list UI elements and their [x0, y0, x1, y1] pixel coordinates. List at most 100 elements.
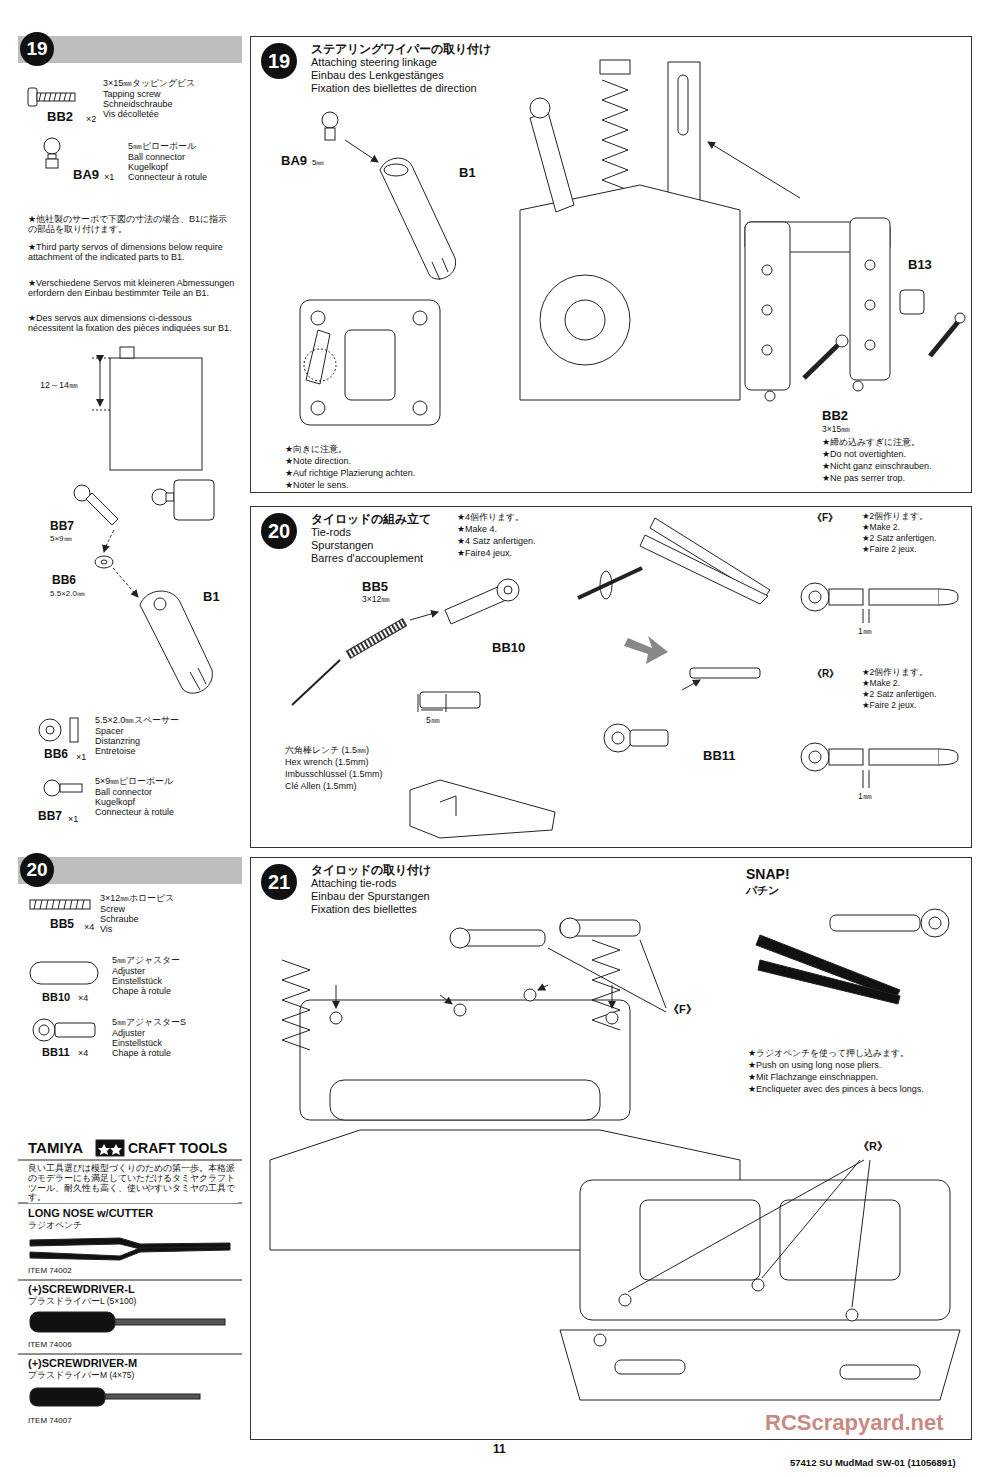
- steering-linkage-drawing: [530, 112, 574, 212]
- tie-rod-attach-drawing: [440, 995, 452, 1004]
- part-number: BB6: [52, 574, 76, 588]
- note-text: Kugelkopf: [95, 797, 135, 807]
- part-number: (+)SCREWDRIVER-L: [28, 1283, 135, 1296]
- steering-linkage-drawing: [413, 311, 427, 325]
- sidebar-parts: [113, 568, 138, 597]
- part-number: CRAFT TOOLS: [128, 1140, 227, 1156]
- part-number: 《R》: [812, 668, 839, 680]
- note-text: 12～14㎜: [40, 380, 78, 390]
- tie-rod-drawing: [809, 751, 821, 763]
- tie-rod-attach-drawing: [615, 1360, 685, 1374]
- tie-rod-drawing: [939, 589, 958, 605]
- tie-rod-drawing: [869, 749, 939, 765]
- steering-linkage-drawing: [853, 381, 863, 391]
- sidebar-parts: [92, 358, 110, 359]
- tool-pictures: [98, 1144, 122, 1155]
- tool-pictures: [18, 1354, 242, 1355]
- note-text: Schneidschraube: [103, 99, 173, 109]
- tie-rod-attach-drawing: [330, 1012, 342, 1024]
- steering-linkage-drawing: [930, 322, 958, 356]
- note-text: ★2個作ります。: [862, 668, 928, 678]
- tie-rod-attach-drawing: [830, 915, 920, 931]
- tie-rod-drawing: [446, 694, 447, 712]
- note-text: ★4個作ります。: [457, 512, 524, 522]
- tie-rod-drawing: [440, 796, 456, 816]
- note-text: Clé Allen (1.5mm): [285, 781, 357, 791]
- tool-pictures: [18, 1280, 242, 1281]
- sidebar-parts: [104, 530, 114, 552]
- note-text: Einstellstück: [112, 1038, 162, 1048]
- tie-rod-attach-drawing: [336, 985, 337, 1008]
- note-text: ★Verschiedene Servos mit kleineren Abmes…: [28, 278, 236, 299]
- note-text: Schraube: [100, 914, 139, 924]
- note-text: 3×12㎜: [362, 595, 390, 605]
- tie-rod-drawing: [292, 518, 958, 838]
- sidebar-parts: [46, 159, 58, 168]
- note-text: ×2: [86, 114, 96, 124]
- note-text: 3×15㎜: [822, 425, 850, 435]
- note-text: ★向きに注意。: [285, 444, 347, 454]
- note-text: ★Push on using long nose pliers.: [748, 1060, 963, 1070]
- note-text: Vis: [100, 924, 112, 934]
- step-title-translation: Attaching tie-rods: [311, 877, 397, 890]
- steering-linkage-drawing: [600, 60, 630, 74]
- tie-rod-attach-drawing: [619, 1294, 631, 1306]
- steering-linkage-drawing: [432, 258, 448, 280]
- tool-pictures: [30, 1312, 115, 1332]
- note-text: プラスドライバーL (5×100): [28, 1297, 136, 1307]
- tool-pictures: [18, 1140, 242, 1406]
- tie-rod-drawing: [421, 710, 443, 711]
- sidebar-parts: [120, 347, 134, 358]
- note-text: Ball connector: [128, 152, 185, 162]
- part-number: BB10: [492, 641, 525, 656]
- steering-linkage-drawing: [384, 164, 408, 176]
- note-text: Screw: [100, 904, 125, 914]
- step-title: ステアリングワイパーの取り付け: [311, 43, 491, 56]
- tie-rod-attach-drawing: [300, 1000, 630, 1120]
- sidebar-parts: [101, 560, 107, 564]
- part-number: BB7: [50, 520, 74, 534]
- sidebar-parts: [39, 719, 61, 741]
- note-text: Einstellstück: [112, 976, 162, 986]
- note-text: ×1: [76, 752, 86, 762]
- tie-rod-drawing: [600, 571, 612, 599]
- tie-rod-attach-drawing: [929, 917, 941, 929]
- sidebar-parts: [55, 1023, 95, 1037]
- sidebar-parts: [34, 900, 84, 909]
- tie-rod-drawing: [420, 692, 480, 708]
- note-text: Connecteur à rotule: [95, 807, 174, 817]
- tie-rod-drawing: [801, 583, 829, 611]
- sidebar-parts: [110, 358, 202, 470]
- note-text: 5.5×2.0㎜スペーサー: [95, 715, 179, 725]
- note-text: ITEM 74006: [28, 1340, 72, 1349]
- tie-rod-drawing: [829, 589, 863, 605]
- part-number: BB7: [38, 810, 62, 824]
- note-text: 1㎜: [858, 792, 872, 802]
- note-text: 5.5×2.0㎜: [50, 589, 85, 598]
- part-number: B13: [908, 258, 932, 273]
- part-number: BB11: [703, 749, 736, 764]
- note-text: ITEM 74002: [28, 1266, 72, 1275]
- note-text: ★2 Satz anfertigen.: [862, 534, 936, 544]
- steering-linkage-drawing: [668, 62, 700, 210]
- note-text: ★2 Satz anfertigen.: [862, 690, 936, 700]
- sidebar-parts: [190, 668, 206, 690]
- sidebar-parts: [60, 784, 82, 792]
- tool-pictures: [30, 1388, 105, 1406]
- note-text: ★Make 4.: [457, 524, 497, 534]
- part-number: パチン: [746, 884, 779, 897]
- part-number: B1: [203, 590, 220, 605]
- sidebar-parts: [39, 1025, 49, 1035]
- steering-linkage-drawing: [765, 391, 775, 401]
- steering-linkage-drawing: [300, 60, 965, 425]
- tie-rod-drawing: [604, 724, 632, 752]
- note-text: Tapping screw: [103, 89, 161, 99]
- tie-rod-attach-drawing: [450, 928, 470, 948]
- tool-pictures: [30, 1247, 230, 1260]
- note-text: ★4 Satz anfertigen.: [457, 536, 536, 546]
- tie-rod-attach-drawing: [840, 1365, 920, 1379]
- tie-rod-drawing: [863, 609, 864, 623]
- tie-rod-attach-drawing: [282, 960, 310, 1050]
- note-text: ★Mit Flachzange einschnappen.: [748, 1072, 963, 1082]
- step-title-translation: Tie-rods: [311, 526, 351, 539]
